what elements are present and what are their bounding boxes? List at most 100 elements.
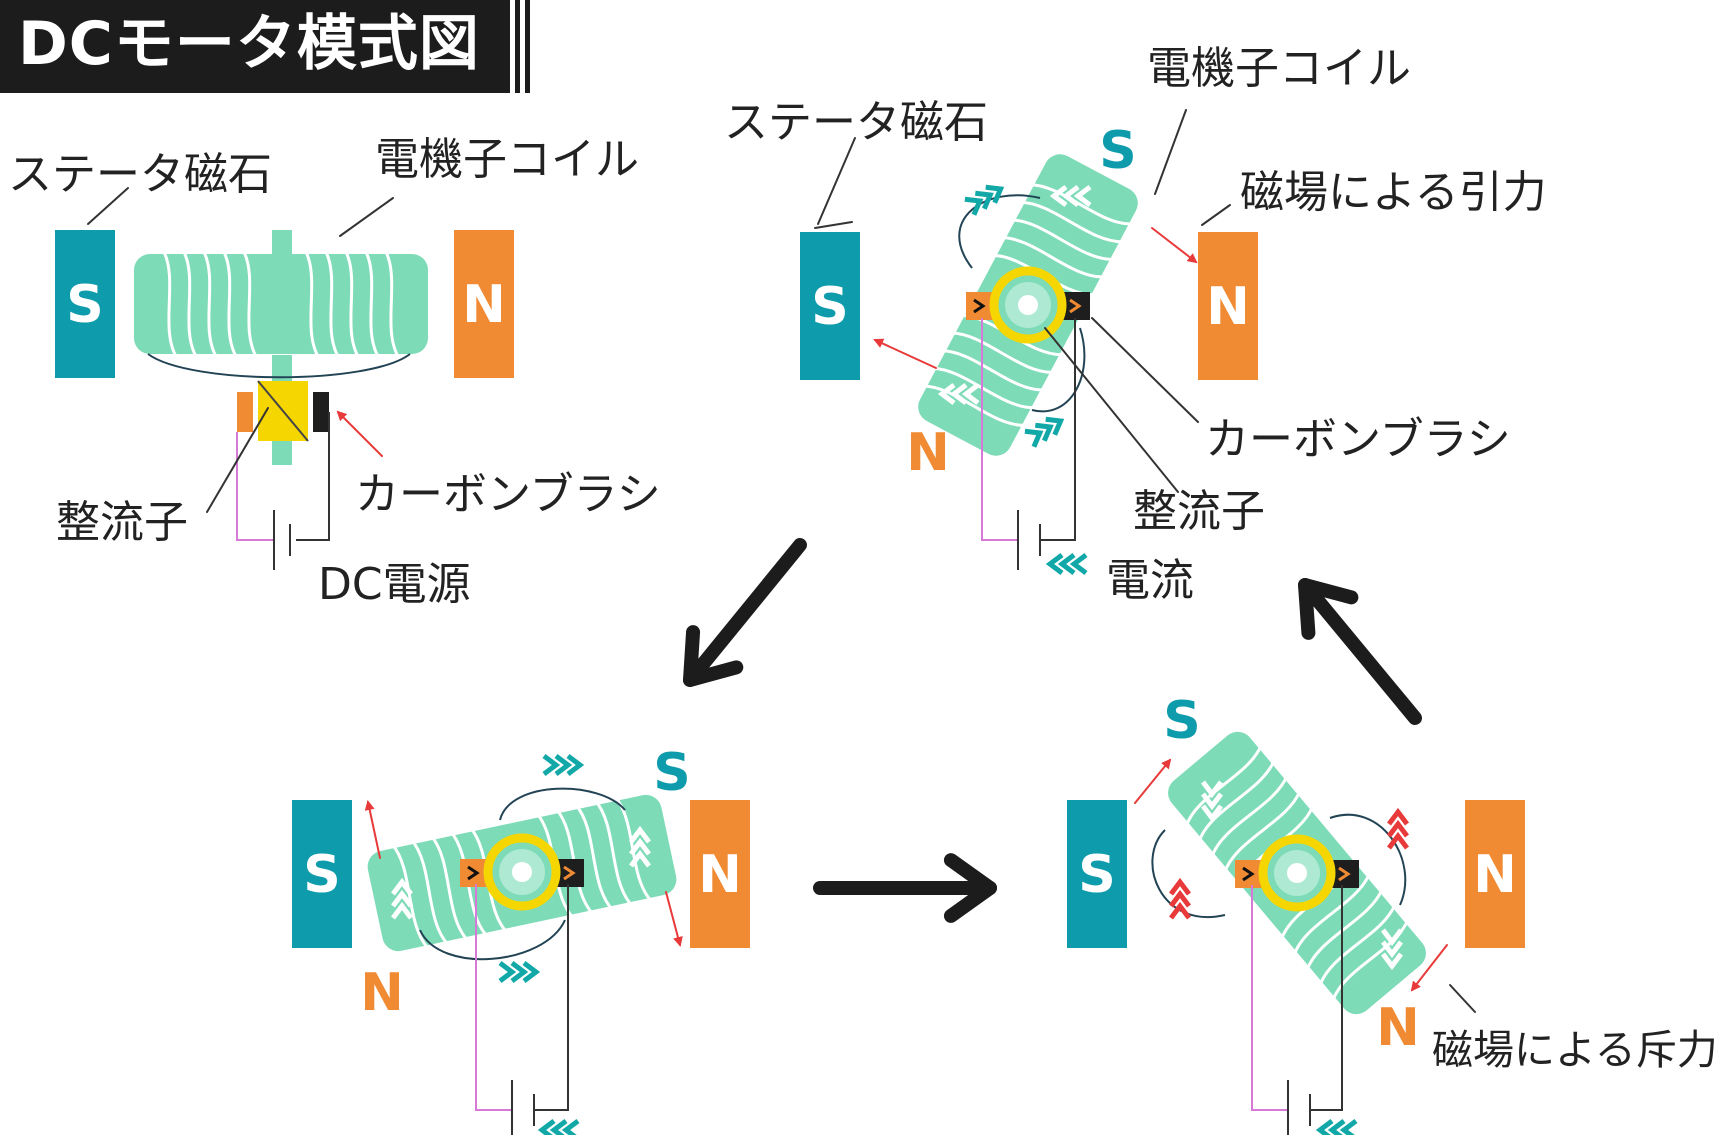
coil-chevrons-4a — [1201, 780, 1223, 823]
label-commutator-1: 整流子 — [56, 497, 188, 548]
commutator-split-1 — [257, 380, 309, 442]
chevron-icon — [949, 383, 968, 405]
leader-commutator-1 — [206, 407, 269, 513]
commutator-3-brush-left — [460, 859, 488, 887]
commutator-2-shaft — [1018, 295, 1038, 315]
label-stator-magnet-1: ステータ磁石 — [8, 149, 272, 200]
stator-magnet-n-2-pole-label: N — [1206, 277, 1250, 337]
chevron-right-icon — [973, 298, 986, 314]
coil-lead-3a — [499, 787, 626, 821]
stator-magnet-n-4-pole-label: N — [1473, 845, 1517, 905]
current-chevrons-3a — [542, 754, 585, 776]
armature-coil-3-winding — [391, 843, 430, 951]
chevron-icon — [1201, 792, 1223, 811]
current-chevrons-4c — [1315, 1119, 1358, 1135]
armature-coil-3-winding — [430, 835, 470, 942]
chevron-icon — [510, 961, 529, 983]
chevron-icon — [391, 901, 413, 920]
cycle-arrow-right-head — [943, 853, 997, 923]
coil-pole-s-4: S — [1163, 691, 1200, 751]
force-arrow-3a — [364, 800, 381, 859]
chevron-icon — [549, 1119, 568, 1135]
stator-magnet-s-3-pole-label: S — [303, 845, 340, 905]
chevron-icon — [522, 961, 541, 983]
leader-stator-2-tail — [814, 221, 853, 229]
repel-arrow-4b — [1410, 944, 1448, 992]
armature-coil-2-winding — [922, 384, 1027, 427]
wire-right-1 — [296, 412, 330, 541]
commutator-4-ring — [1258, 834, 1336, 912]
commutator-4-brush-left — [1235, 860, 1263, 888]
current-chevrons-2a — [964, 184, 1005, 216]
armature-coil-1-winding — [201, 249, 219, 359]
chevron-icon — [566, 754, 585, 776]
label-magnetic-repulsion: 磁場による斥力 — [1432, 1026, 1718, 1074]
commutator-2-brush-left — [966, 292, 994, 320]
armature-coil-1-winding — [363, 249, 381, 359]
stator-magnet-s-3: S — [292, 800, 352, 948]
armature-coil-4-winding — [1318, 903, 1397, 987]
wire-right-4 — [1310, 885, 1343, 1111]
cycle-arrow-up-left-shaft — [1298, 578, 1422, 725]
chevron-icon — [1061, 185, 1080, 207]
label-dc-power: DC電源 — [318, 559, 471, 610]
chevron-icon — [561, 1119, 580, 1135]
coil-pole-s-2: S — [1099, 121, 1136, 181]
chevron-icon — [629, 825, 651, 844]
coil-lead-3b — [419, 919, 566, 961]
cycle-arrow-down-left-head — [683, 625, 744, 687]
armature-coil-1-winding — [323, 249, 341, 359]
wire-left-4 — [1251, 885, 1288, 1111]
armature-coil-2-winding — [950, 331, 1055, 374]
label-stator-magnet-2: ステータ磁石 — [724, 97, 988, 148]
stator-magnet-n-4-body — [1465, 800, 1525, 948]
armature-coil-1-winding — [181, 249, 199, 359]
armature-coil-4-winding — [1292, 873, 1371, 956]
leader-stator-1 — [87, 187, 129, 225]
chevron-icon — [1057, 553, 1076, 575]
armature-coil-4-winding — [1184, 744, 1263, 827]
chevron-icon — [1169, 877, 1191, 896]
stator-magnet-s-1: S — [55, 230, 115, 378]
wire-left-2 — [981, 318, 1018, 541]
page-title: DCモータ模式図 — [18, 9, 480, 79]
attraction-arrow-2 — [1151, 227, 1198, 264]
chevron-icon — [1381, 928, 1403, 947]
coil-lead-2a — [958, 194, 1041, 269]
coil-lead-4a — [1151, 829, 1226, 918]
coil-chevrons-2a — [1049, 185, 1092, 207]
chevron-icon — [964, 196, 984, 216]
chevron-icon — [1169, 889, 1191, 908]
coil-pole-n-4: N — [1376, 998, 1420, 1058]
leader-brush-1 — [336, 410, 383, 457]
coil-pole-n-2: N — [906, 423, 950, 483]
armature-coil-3-winding — [574, 804, 614, 911]
leader-coil-1 — [339, 197, 394, 237]
chevron-right-icon — [467, 865, 480, 881]
leader-stator-2 — [817, 137, 856, 225]
repel-chevrons-4a — [1387, 807, 1409, 850]
pull-arrow-2 — [873, 338, 937, 369]
armature-coil-2-winding — [1020, 200, 1125, 244]
chevron-icon — [537, 1119, 556, 1135]
chevron-icon — [1024, 428, 1044, 448]
commutator-4-shaft — [1287, 863, 1307, 883]
armature-coil-1-winding — [343, 249, 361, 359]
armature-coil-3-winding — [410, 839, 450, 946]
armature-coil-4-winding — [1197, 759, 1276, 843]
chevron-icon — [1327, 1119, 1346, 1135]
commutator-4-brush-right — [1331, 860, 1359, 888]
coil-lead-4b — [1329, 813, 1407, 906]
leader-brush-2 — [1091, 317, 1199, 423]
armature-coil-3-winding — [594, 800, 634, 907]
commutator-3-ring — [483, 833, 561, 911]
chevron-icon — [498, 961, 517, 983]
title-stripe — [510, 0, 515, 93]
commutator-3-shaft — [512, 862, 532, 882]
chevron-icon — [961, 383, 980, 405]
chevron-right-icon — [563, 865, 576, 881]
stator-magnet-s-2-pole-label: S — [811, 277, 848, 337]
chevron-icon — [554, 754, 573, 776]
chevron-right-icon — [1242, 866, 1255, 882]
